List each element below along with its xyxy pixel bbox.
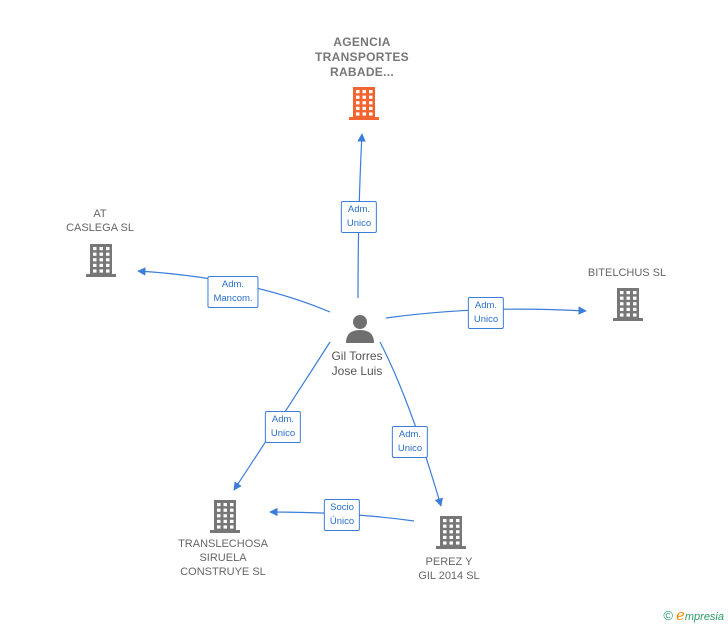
edge-label-at-caslega: Adm. Mancom.	[207, 276, 259, 308]
icons-layer	[86, 87, 643, 549]
edge-label-line: Unico	[270, 428, 296, 439]
footer-credit: ©empresia	[663, 606, 724, 624]
edge-perez-gil	[379, 341, 443, 507]
label-line: Jose Luis	[331, 364, 383, 378]
label-line: BITELCHUS SL	[587, 267, 667, 279]
edge-label-line: Socio	[330, 502, 354, 513]
company-label-perez-gil[interactable]: PEREZ Y GIL 2014 SL	[418, 555, 479, 583]
person-label-center[interactable]: Gil Torres Jose Luis	[331, 349, 382, 379]
edge-label-socio: Socio Único	[323, 499, 361, 531]
label-line: CASLEGA SL	[66, 222, 134, 234]
company-label-bitelchus[interactable]: BITELCHUS SL	[588, 266, 666, 280]
edge-label-bitelchus: Adm. Unico	[467, 297, 505, 329]
building-icon-perez-gil[interactable]	[436, 516, 466, 549]
company-label-translechosa[interactable]: TRANSLECHOSA SIRUELA CONSTRUYE SL	[178, 537, 268, 579]
person-icon[interactable]	[346, 315, 374, 343]
edge-label-line: Adm.	[271, 414, 295, 425]
building-icon-bitelchus[interactable]	[613, 288, 643, 321]
edge-label-line: Mancom.	[213, 293, 253, 304]
label-line: AGENCIA	[333, 35, 391, 49]
label-line: GIL 2014 SL	[418, 570, 480, 582]
label-line: PEREZ Y	[425, 556, 473, 568]
building-icon-translechosa[interactable]	[210, 500, 240, 533]
edge-label-translechosa: Adm. Unico	[264, 411, 302, 443]
label-line: CONSTRUYE SL	[180, 566, 266, 578]
edge-label-perez-gil: Adm. Unico	[391, 426, 429, 458]
label-line: TRANSPORTES	[315, 50, 409, 64]
edge-label-agencia: Adm. Unico	[340, 201, 378, 233]
building-icon-agencia[interactable]	[349, 87, 379, 120]
label-line: RABADE...	[329, 65, 395, 79]
edge-label-line: Adm.	[347, 204, 371, 215]
building-icon-at-caslega[interactable]	[86, 244, 116, 277]
edge-label-line: Unico	[397, 443, 423, 454]
label-line: TRANSLECHOSA	[178, 538, 268, 550]
edge-label-line: Adm.	[474, 300, 498, 311]
brand-logo-initial: e	[675, 606, 685, 624]
label-line: Gil Torres	[331, 349, 383, 363]
company-label-at-caslega[interactable]: AT CASLEGA SL	[66, 207, 134, 235]
label-line: SIRUELA	[199, 552, 247, 564]
edge-label-line: Unico	[346, 218, 372, 229]
copyright-icon: ©	[663, 608, 673, 623]
edge-label-line: Adm.	[398, 429, 422, 440]
edge-label-line: Único	[329, 516, 355, 527]
label-line: AT	[93, 208, 107, 220]
brand-logo-text: mpresia	[684, 611, 724, 623]
company-label-agencia[interactable]: AGENCIA TRANSPORTES RABADE...	[315, 35, 409, 80]
edge-label-line: Unico	[473, 314, 499, 325]
edge-label-line: Adm.	[221, 279, 245, 290]
